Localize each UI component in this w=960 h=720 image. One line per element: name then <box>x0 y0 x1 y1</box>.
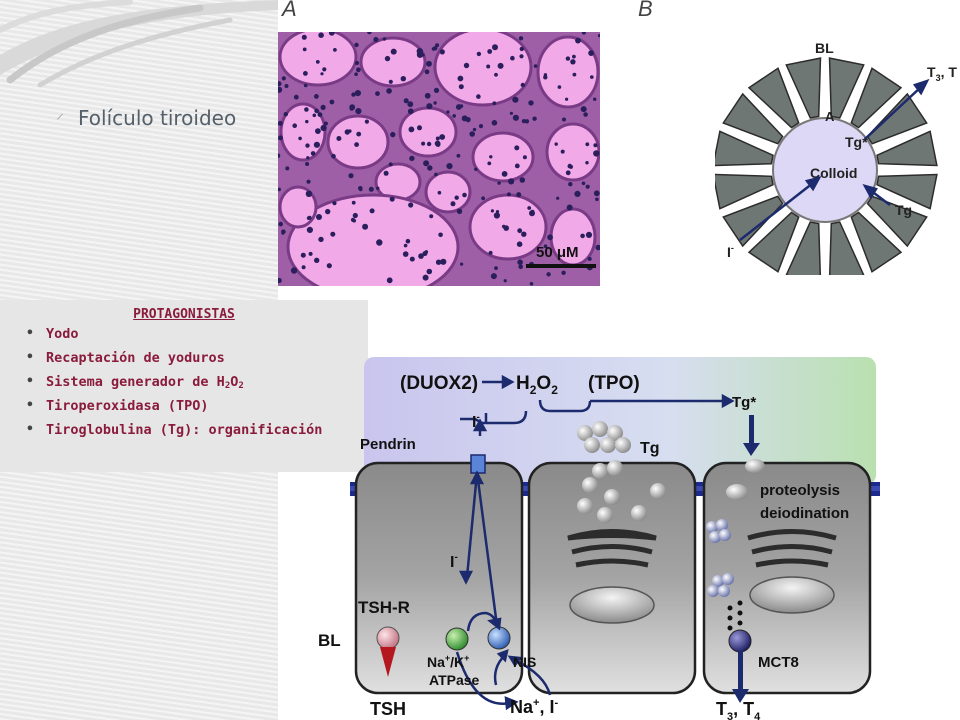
bullet-dot-icon: • <box>26 422 34 437</box>
follicle-cell-wedge <box>715 130 774 167</box>
c-na-i-label: Na+, I- <box>510 697 558 717</box>
protagonistas-box: PROTAGONISTAS •Yodo •Recaptación de yodu… <box>0 300 368 472</box>
c-h2o2-label: H2O2 <box>516 373 558 397</box>
b-tg-star-label: Tg* <box>845 134 868 150</box>
b-tg-label: Tg <box>895 202 912 218</box>
c-atpase-label: ATPase <box>429 672 480 688</box>
bullet-title-text: Folículo tiroideo <box>78 106 237 130</box>
scale-bar-label: 50 μM <box>536 244 579 261</box>
follicle-cell-wedge <box>876 173 938 210</box>
c-tpo-label: (TPO) <box>588 373 640 394</box>
c-pendrin-label: Pendrin <box>360 436 416 453</box>
follicle-cell-wedge <box>785 221 822 275</box>
c-bl-label: BL <box>318 631 341 650</box>
follicle-cell-wedge <box>747 67 800 129</box>
list-item: •Sistema generador de H2O2 <box>22 370 322 394</box>
thyroid-micrograph: 50 μM <box>278 32 600 286</box>
follicle-cell-wedge <box>850 67 903 129</box>
c-t3t4-label: T3, T4 <box>716 699 761 720</box>
panel-b-label: B <box>638 0 653 21</box>
follicle-cell-wedge <box>876 130 938 167</box>
follicle-cell-wedge <box>785 57 822 119</box>
list-item: •Tiroperoxidasa (TPO) <box>22 394 322 418</box>
bullet-swoosh-icon: ⸍ <box>56 110 65 129</box>
follicle-cell-wedge <box>850 211 903 273</box>
c-nak-label: Na+/K+ <box>427 653 469 670</box>
follicle-cell-wedge <box>722 92 784 145</box>
c-tg-label: Tg <box>640 440 660 457</box>
c-tg-star-label: Tg* <box>732 394 756 411</box>
bullet-dot-icon: • <box>26 350 34 365</box>
c-deiodination-label: deiodination <box>760 505 849 522</box>
list-item: •Yodo <box>22 322 322 346</box>
list-item: •Tiroglobulina (Tg): organificación <box>22 418 322 442</box>
b-t3-t4-label: T3, T <box>927 64 957 83</box>
c-tsh-label: TSH <box>370 699 406 719</box>
b-apical-label: A <box>825 109 835 124</box>
list-item: •Recaptación de yoduros <box>22 346 322 370</box>
b-iodide-label: I- <box>727 243 734 260</box>
follicle-cell-wedge <box>747 211 800 273</box>
follicle-cell-wedge <box>866 92 928 145</box>
panel-a-label: A <box>282 0 297 21</box>
b-bl-label: BL <box>815 40 834 56</box>
slide-bullet: ⸍ Folículo tiroideo <box>56 106 236 130</box>
protagonistas-list: •Yodo •Recaptación de yoduros •Sistema g… <box>22 322 322 442</box>
c-nis-label: NIS <box>513 654 536 670</box>
follicle-cell-wedge <box>722 195 784 248</box>
follicle-cell-wedge <box>866 195 928 248</box>
follicle-cell-wedge <box>715 173 774 210</box>
c-tshr-label: TSH-R <box>358 598 410 617</box>
protagonistas-title: PROTAGONISTAS <box>133 307 235 322</box>
c-mct8-label: MCT8 <box>758 654 799 671</box>
b-colloid-label: Colloid <box>810 165 857 181</box>
follicle-cell-wedge <box>828 221 865 275</box>
c-iodide-mid-label: I- <box>450 552 458 571</box>
c-proteolysis-label: proteolysis <box>760 482 840 499</box>
bullet-dot-icon: • <box>26 374 34 389</box>
decorative-swoosh <box>0 0 278 88</box>
c-duox2-label: (DUOX2) <box>400 373 478 394</box>
follicle-cell-wedge <box>828 57 865 119</box>
follicle-schematic: BL T3, T A Tg* Colloid Tg I- <box>715 40 957 275</box>
c-iodide-top-label: I- <box>472 412 480 431</box>
thyrocyte-diagram: (DUOX2) H2O2 (TPO) Tg* I- Pendrin Tg pro… <box>318 357 880 720</box>
bullet-dot-icon: • <box>26 398 34 413</box>
bullet-dot-icon: • <box>26 326 34 341</box>
